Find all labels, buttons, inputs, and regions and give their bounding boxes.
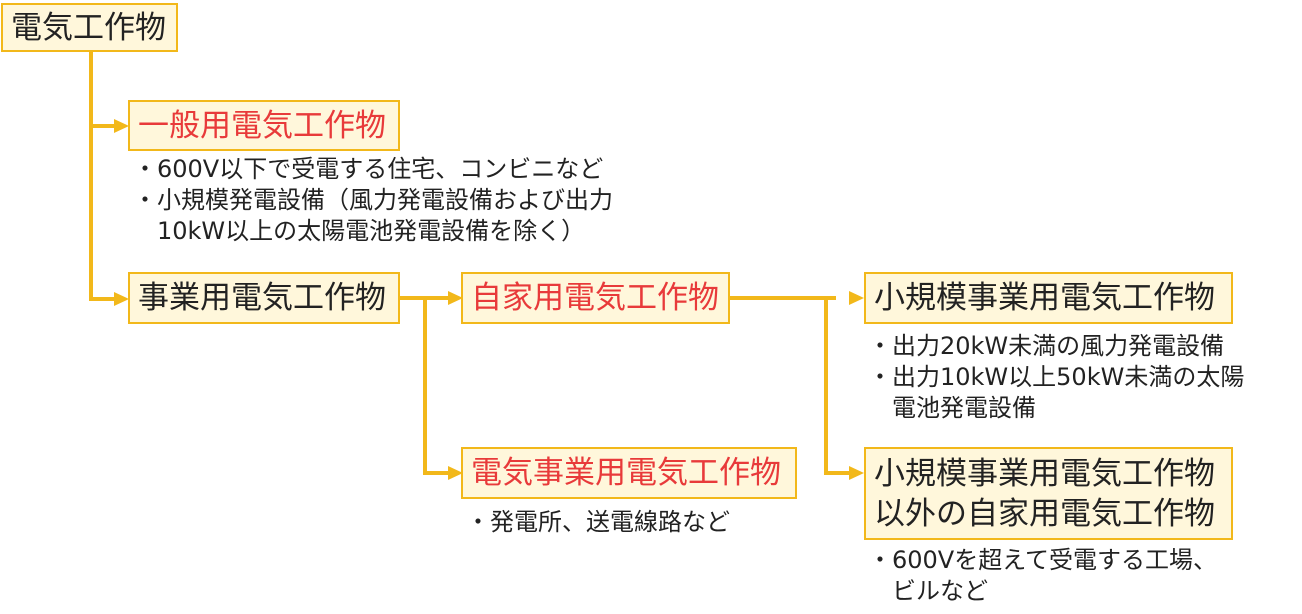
arrowhead-electric-business (448, 466, 463, 480)
node-electric-business: 電気事業用電気工作物 (461, 447, 797, 499)
arrowhead-small-scale (849, 291, 864, 305)
node-small-scale-label: 小規模事業用電気工作物 (874, 280, 1215, 316)
arrowhead-private (448, 291, 463, 305)
note-general-line-3: 10kW以上の太陽電池発電設備を除く） (133, 217, 586, 245)
note-other-private-line-2: ビルなど (868, 577, 988, 605)
note-small-scale-line-1: ・出力20kW未満の風力発電設備 (868, 332, 1225, 360)
node-business: 事業用電気工作物 (128, 272, 400, 324)
note-electric-business: ・発電所、送電線路など (466, 507, 730, 538)
node-root-label: 電気工作物 (11, 9, 166, 46)
note-other-private-line-1: ・600Vを超えて受電する工場、 (868, 546, 1218, 574)
node-small-scale: 小規模事業用電気工作物 (864, 272, 1233, 324)
arrowhead-general (114, 119, 129, 133)
node-other-private: 小規模事業用電気工作物 以外の自家用電気工作物 (864, 447, 1233, 540)
note-general-line-2: ・小規模発電設備（風力発電設備および出力 (133, 186, 613, 214)
arrowhead-business (114, 292, 129, 306)
node-private: 自家用電気工作物 (461, 272, 730, 324)
node-other-private-label-2: 以外の自家用電気工作物 (874, 495, 1215, 532)
note-general-line-1: ・600V以下で受電する住宅、コンビニなど (133, 155, 604, 183)
note-small-scale-line-3: 電池発電設備 (868, 394, 1036, 422)
node-root: 電気工作物 (1, 3, 178, 52)
note-small-scale-line-2: ・出力10kW以上50kW未満の太陽 (868, 363, 1245, 391)
note-electric-business-line-1: ・発電所、送電線路など (466, 508, 730, 536)
node-business-label: 事業用電気工作物 (138, 280, 386, 316)
note-small-scale: ・出力20kW未満の風力発電設備 ・出力10kW以上50kW未満の太陽 電池発電… (868, 331, 1244, 424)
note-other-private: ・600Vを超えて受電する工場、 ビルなど (868, 545, 1217, 607)
note-general: ・600V以下で受電する住宅、コンビニなど ・小規模発電設備（風力発電設備および… (133, 154, 613, 247)
node-electric-business-label: 電気事業用電気工作物 (471, 455, 781, 491)
node-other-private-label-1: 小規模事業用電気工作物 (874, 455, 1215, 492)
arrowhead-other-private (849, 466, 864, 480)
node-general-label: 一般用電気工作物 (138, 107, 386, 144)
node-general: 一般用電気工作物 (128, 100, 400, 151)
node-private-label: 自家用電気工作物 (471, 280, 719, 316)
